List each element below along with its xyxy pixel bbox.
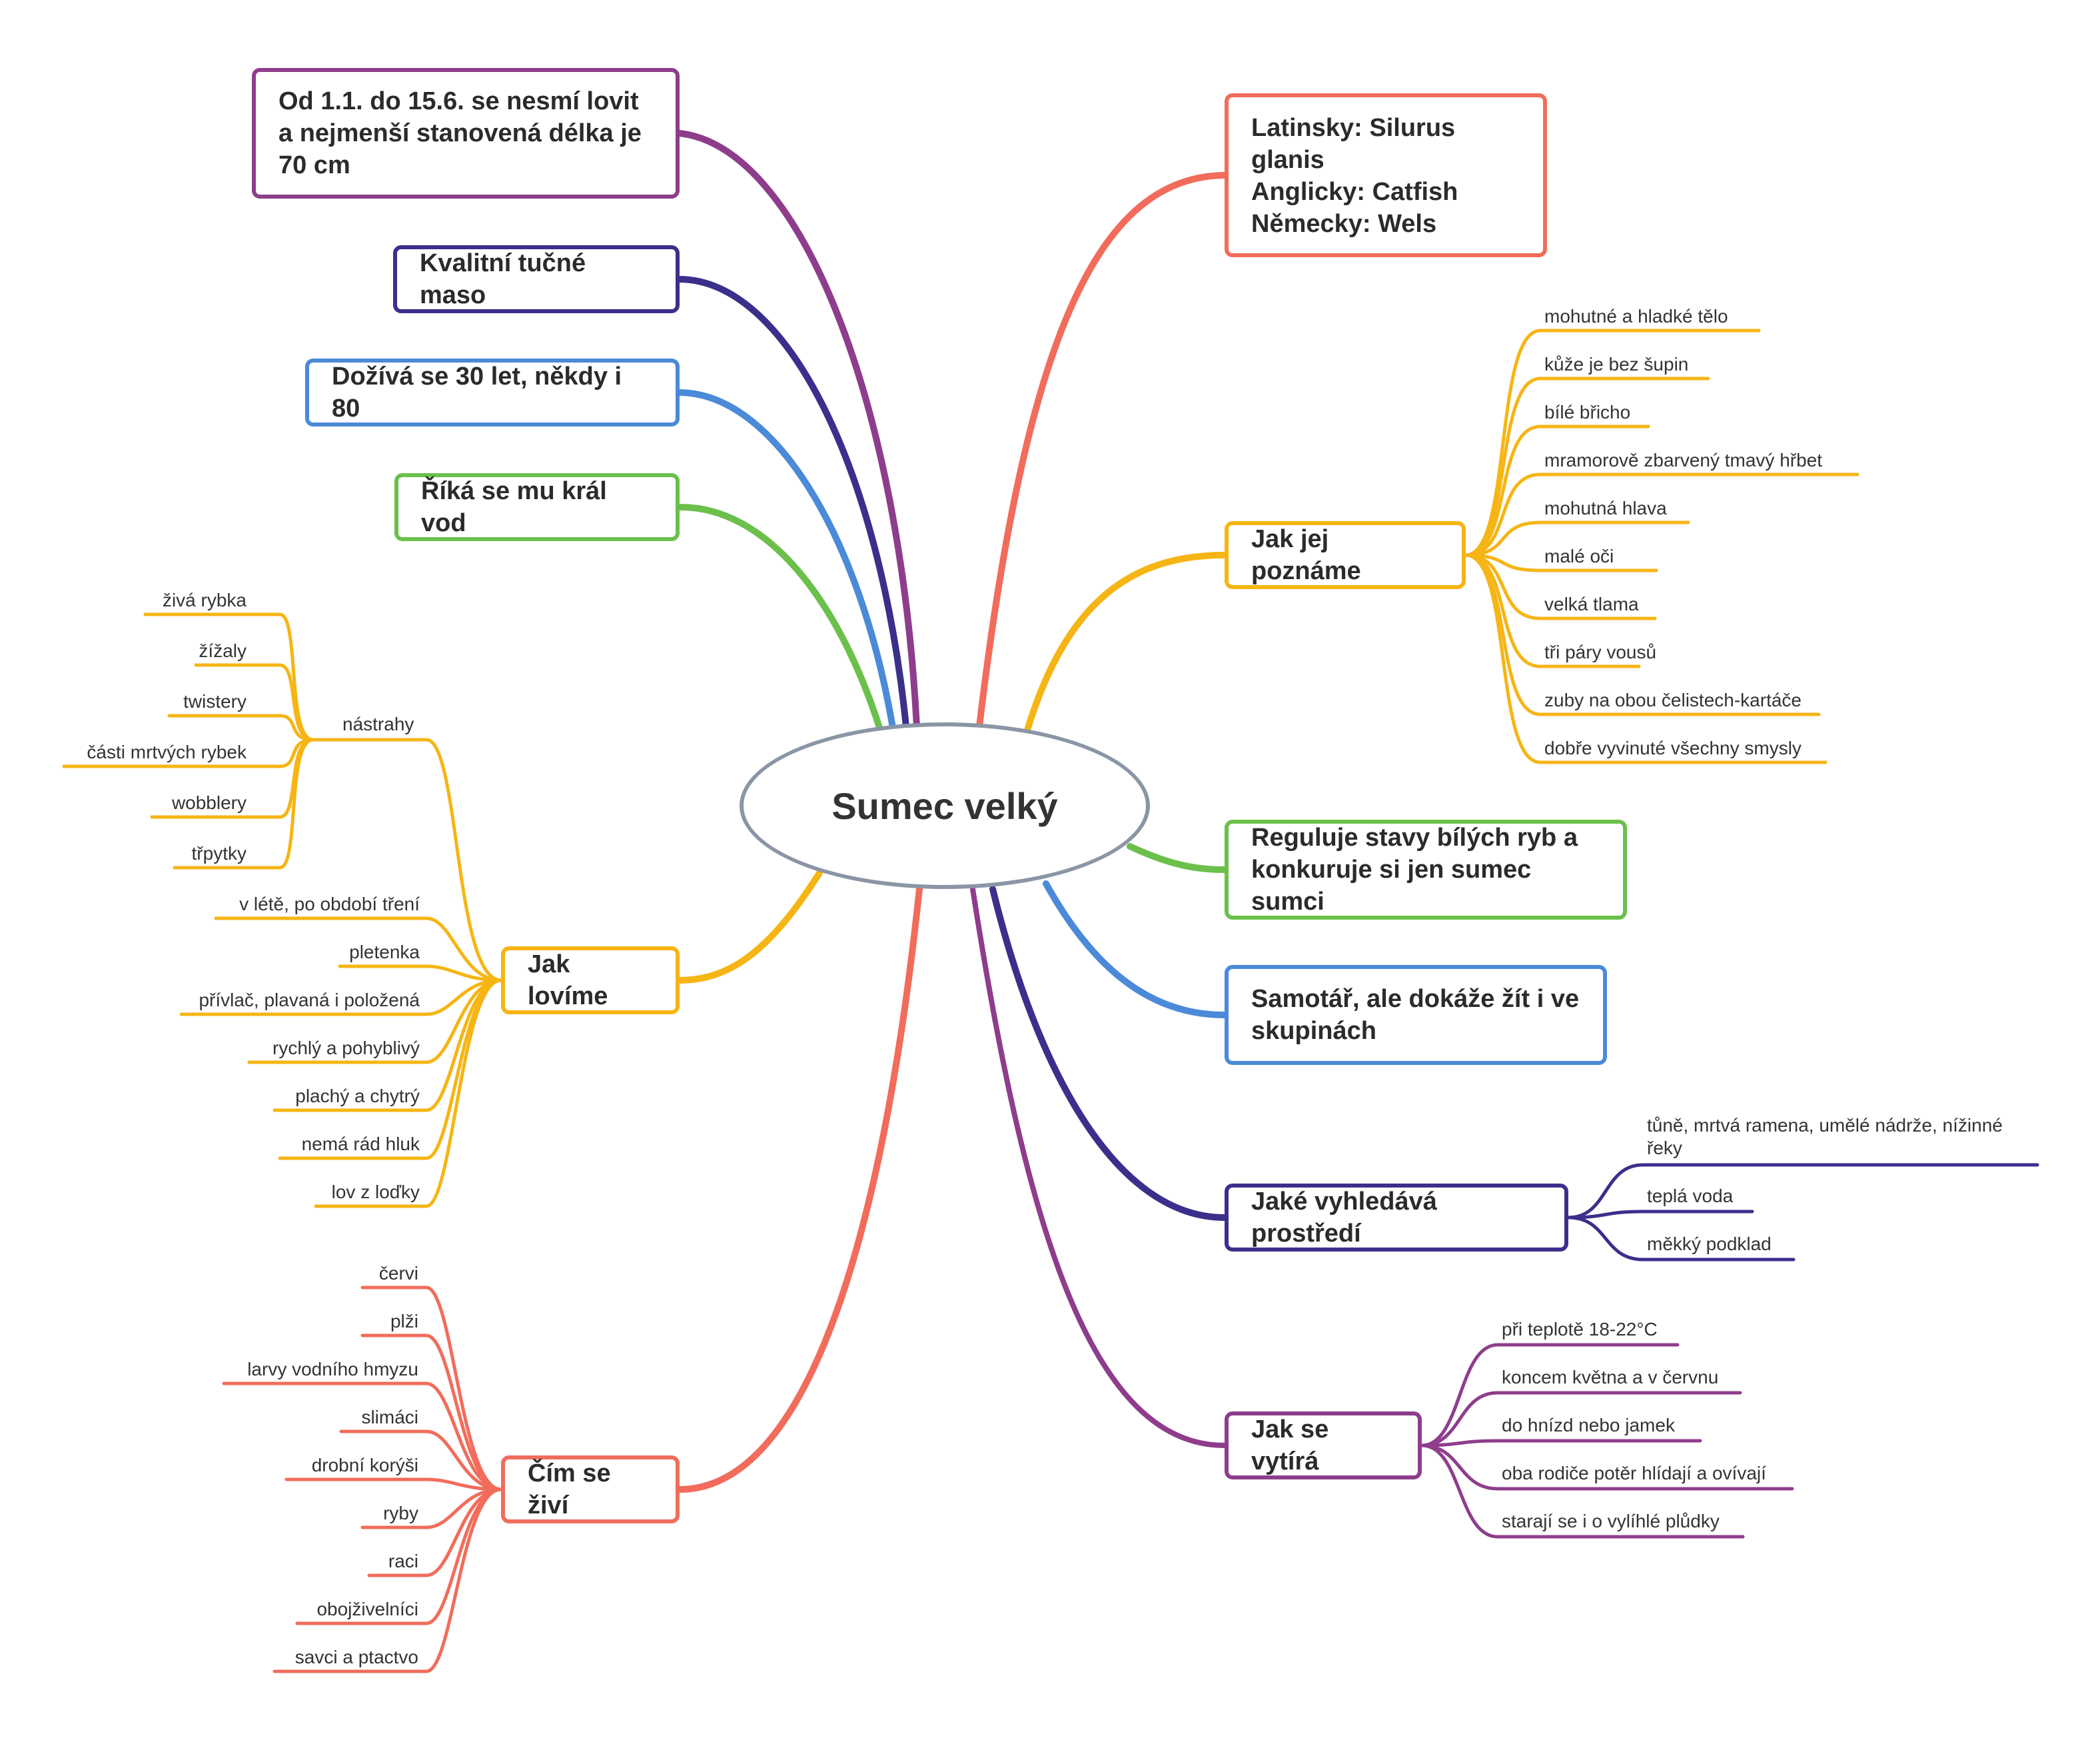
list-item[interactable]: bílé břicho <box>1544 402 1631 423</box>
list-item[interactable]: obojživelníci <box>316 1599 418 1619</box>
leaf-line <box>214 916 503 982</box>
leaf-line <box>1464 472 1859 557</box>
list-item[interactable]: měkký podklad <box>1647 1234 1772 1254</box>
leaf-line <box>1420 1443 1794 1491</box>
list-item[interactable]: tůně, mrtvá ramena, umělé nádrže, nížinn… <box>1647 1115 2003 1158</box>
list-item[interactable]: zuby na obou čelistech-kartáče <box>1544 690 1802 710</box>
list-item[interactable]: lov z loďky <box>331 1182 420 1202</box>
leaf-line <box>1420 1391 1742 1447</box>
leaf-line <box>284 1477 503 1491</box>
topic-spawning[interactable]: Jak se vytírá <box>1225 1411 1422 1479</box>
leaf-line <box>1464 553 1658 572</box>
main-branch <box>676 870 823 984</box>
leaf-line <box>1420 1443 1745 1539</box>
list-item[interactable]: velká tlama <box>1544 594 1639 614</box>
main-branch <box>989 886 1228 1221</box>
list-item[interactable]: živá rybka <box>162 590 247 610</box>
list-item[interactable]: části mrtvých rybek <box>87 742 247 762</box>
leaf-line <box>311 738 503 982</box>
leaf-line <box>179 978 503 1016</box>
list-item[interactable]: dobře vyvinuté všechny smysly <box>1544 738 1802 758</box>
list-item[interactable]: mramorově zbarvený tmavý hřbet <box>1544 450 1823 470</box>
list-item[interactable]: larvy vodního hmyzu <box>247 1359 418 1379</box>
topic-regulation[interactable]: Reguluje stavy bílých ryb a konkuruje si… <box>1225 820 1627 920</box>
leaf-line <box>143 612 315 742</box>
topic-names[interactable]: Latinsky: Silurus glanis Anglicky: Catfi… <box>1225 93 1547 257</box>
list-item[interactable]: mohutné a hladké tělo <box>1544 306 1728 327</box>
topic-meat-quality[interactable]: Kvalitní tučné maso <box>393 245 680 313</box>
leaf-line <box>1464 425 1650 557</box>
list-item[interactable]: starají se i o vylíhlé plůdky <box>1502 1511 1720 1531</box>
main-branch <box>676 886 923 1493</box>
list-item[interactable]: raci <box>388 1551 418 1571</box>
leaf-line <box>1420 1343 1680 1447</box>
list-item[interactable]: v létě, po období tření <box>239 894 420 914</box>
main-branch <box>676 389 896 731</box>
topic-identification[interactable]: Jak jej poznáme <box>1225 521 1466 589</box>
leaf-line <box>1566 1210 1754 1220</box>
list-item[interactable]: drobní korýši <box>311 1455 418 1475</box>
leaf-line <box>1566 1163 2039 1220</box>
list-item[interactable]: teplá voda <box>1647 1186 1734 1206</box>
main-branch <box>676 130 920 730</box>
topic-habitat[interactable]: Jaké vyhledává prostředí <box>1225 1184 1568 1252</box>
leaf-line <box>360 1487 503 1529</box>
list-item[interactable]: třpytky <box>191 843 247 864</box>
topic-closed-season[interactable]: Od 1.1. do 15.6. se nesmí lovit a nejmen… <box>252 68 680 199</box>
list-item[interactable]: kůže je bez šupin <box>1544 354 1689 375</box>
list-item[interactable]: ryby <box>383 1503 418 1523</box>
list-item[interactable]: rychlý a pohyblivý <box>272 1038 420 1058</box>
main-branch <box>1127 843 1228 873</box>
leaf-line <box>173 738 315 870</box>
list-item[interactable]: žížaly <box>199 640 247 661</box>
list-item[interactable]: přívlač, plavaná i položená <box>199 990 420 1010</box>
leaf-line <box>314 978 503 1208</box>
list-item[interactable]: twistery <box>183 691 247 712</box>
leaf-line <box>339 1429 503 1491</box>
list-item[interactable]: koncem května a v červnu <box>1502 1367 1719 1387</box>
leaf-line <box>1420 1439 1702 1447</box>
list-item[interactable]: při teplotě 18-22°C <box>1502 1319 1658 1339</box>
leaf-line <box>1464 553 1657 620</box>
list-item[interactable]: tři páry vousů <box>1544 642 1657 662</box>
main-branch <box>1043 880 1228 1018</box>
list-item[interactable]: malé oči <box>1544 546 1614 566</box>
leaf-line <box>272 1487 503 1673</box>
main-branch <box>976 172 1228 730</box>
topic-lifespan[interactable]: Dožívá se 30 let, někdy i 80 <box>305 359 680 427</box>
list-item[interactable]: do hnízd nebo jamek <box>1502 1415 1675 1435</box>
list-item[interactable]: mohutná hlava <box>1544 498 1667 518</box>
topic-how-we-fish[interactable]: Jak lovíme <box>501 946 680 1014</box>
main-branch <box>676 503 884 735</box>
list-item[interactable]: slimáci <box>361 1407 418 1427</box>
list-item[interactable]: červi <box>378 1263 418 1284</box>
leaf-line <box>247 978 503 1064</box>
topic-king-of-waters[interactable]: Říká se mu král vod <box>394 473 680 541</box>
list-item[interactable]: pletenka <box>349 942 420 962</box>
list-item[interactable]: oba rodiče potěr hlídají a ovívají <box>1502 1463 1766 1483</box>
list-item[interactable]: plachý a chytrý <box>295 1086 420 1106</box>
leaf-line <box>1464 553 1828 764</box>
list-item[interactable]: nemá rád hluk <box>301 1134 420 1154</box>
leaf-line <box>194 663 315 742</box>
leaf-line <box>367 1487 503 1577</box>
list-item[interactable]: savci a ptactvo <box>294 1647 418 1667</box>
leaf-line <box>338 964 503 982</box>
main-branch <box>1023 552 1228 738</box>
leaf-line <box>360 1333 503 1491</box>
leaf-line <box>1566 1216 1796 1262</box>
subtopic-baits[interactable]: nástrahy <box>342 714 414 734</box>
topic-diet[interactable]: Čím se živí <box>501 1455 680 1523</box>
leaf-line <box>167 714 315 742</box>
leaf-line <box>1464 520 1690 557</box>
list-item[interactable]: wobblery <box>171 792 247 813</box>
leaf-line <box>1464 377 1710 557</box>
topic-loner[interactable]: Samotář, ale dokáže žít i ve skupinách <box>1225 965 1607 1065</box>
main-branch <box>676 276 909 730</box>
list-item[interactable]: plži <box>390 1311 418 1331</box>
main-branch <box>970 886 1227 1448</box>
leaf-line <box>222 1381 503 1491</box>
central-topic[interactable]: Sumec velký <box>740 722 1150 889</box>
